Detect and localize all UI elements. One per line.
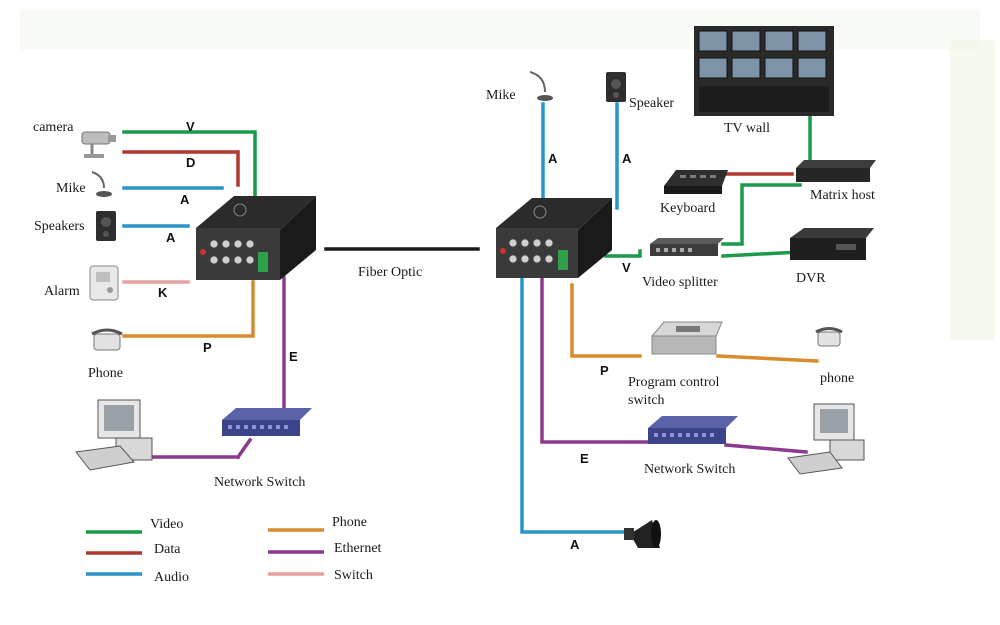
letter-p-left: P [203, 340, 212, 355]
letter-a-horn-right: A [570, 537, 580, 552]
letter-e-left: E [289, 349, 298, 364]
fiber-transceiver-right [496, 198, 612, 278]
label-phone-right: phone [820, 371, 855, 386]
legend-swatches [86, 528, 324, 576]
computer-icon-left [75, 399, 153, 471]
letter-k-left: K [158, 285, 168, 300]
video-line-left [122, 130, 257, 197]
label-network-switch-right: Network Switch [644, 462, 736, 477]
alarm-icon [89, 265, 119, 301]
legend-label-data: Data [154, 542, 181, 557]
network-switch-icon-right [648, 416, 738, 444]
label-mike-left: Mike [56, 181, 86, 196]
letter-a-mike-left: A [180, 192, 190, 207]
letter-p-right: P [600, 363, 609, 378]
ethernet-line-switch-left [235, 437, 253, 460]
video-line-right [604, 249, 642, 258]
speaker-icon-left [96, 211, 116, 241]
connection-lines [122, 102, 819, 534]
label-network-switch-left: Network Switch [214, 475, 306, 490]
phone-icon-right [815, 327, 843, 347]
speaker-icon-right [606, 72, 626, 102]
legend-label-audio: Audio [154, 570, 189, 585]
video-splitter-icon [650, 238, 724, 256]
camera-icon [81, 131, 116, 158]
label-video-splitter: Video splitter [642, 275, 718, 290]
microphone-icon-left [91, 171, 112, 197]
letter-e-right: E [580, 451, 589, 466]
audio-line-horn-right [520, 273, 627, 534]
label-speakers: Speakers [34, 219, 85, 234]
label-mike-right: Mike [486, 88, 516, 103]
label-phone-left: Phone [88, 366, 123, 381]
tv-wall-icon [694, 26, 834, 116]
phone-line-left [122, 280, 255, 338]
keyboard-icon [664, 170, 728, 194]
video-line-splitter-matrix [721, 183, 802, 246]
ethernet-line-right [540, 273, 650, 444]
legend-label-switch: Switch [334, 568, 373, 583]
letter-d-left: D [186, 155, 196, 170]
phone-line-pbx-phone [716, 354, 819, 363]
program-control-switch-icon [650, 321, 723, 355]
horn-speaker-icon [624, 520, 661, 548]
computer-icon-right [787, 403, 865, 475]
legend-label-video: Video [150, 517, 184, 532]
label-program-control-switch: Program control switch [628, 375, 720, 408]
fiber-transceiver-left [196, 196, 316, 280]
data-line-left [122, 150, 240, 187]
label-camera: camera [33, 120, 74, 135]
phone-line-right [570, 283, 642, 358]
label-keyboard: Keyboard [660, 201, 716, 216]
letter-a-speakers-left: A [166, 230, 176, 245]
matrix-host-icon [796, 160, 876, 182]
letter-v-left: V [186, 119, 195, 134]
legend-label-ethernet: Ethernet [334, 541, 382, 556]
legend-label-phone: Phone [332, 515, 367, 530]
label-fiber-optic: Fiber Optic [358, 265, 423, 280]
label-dvr: DVR [796, 271, 826, 286]
label-tv-wall: TV wall [724, 121, 771, 136]
dvr-icon [790, 228, 874, 260]
microphone-icon-right [529, 71, 553, 101]
video-line-splitter-dvr [721, 250, 802, 258]
letter-a-speaker-right: A [622, 151, 632, 166]
network-switch-icon-left [222, 408, 312, 436]
label-matrix-host: Matrix host [810, 188, 875, 203]
letter-v-right: V [622, 260, 631, 275]
letter-a-mike-right: A [548, 151, 558, 166]
ethernet-line-switch-pc-right [724, 443, 808, 454]
label-speaker-right: Speaker [629, 96, 675, 111]
phone-icon-left [91, 328, 123, 351]
label-alarm: Alarm [44, 284, 80, 299]
